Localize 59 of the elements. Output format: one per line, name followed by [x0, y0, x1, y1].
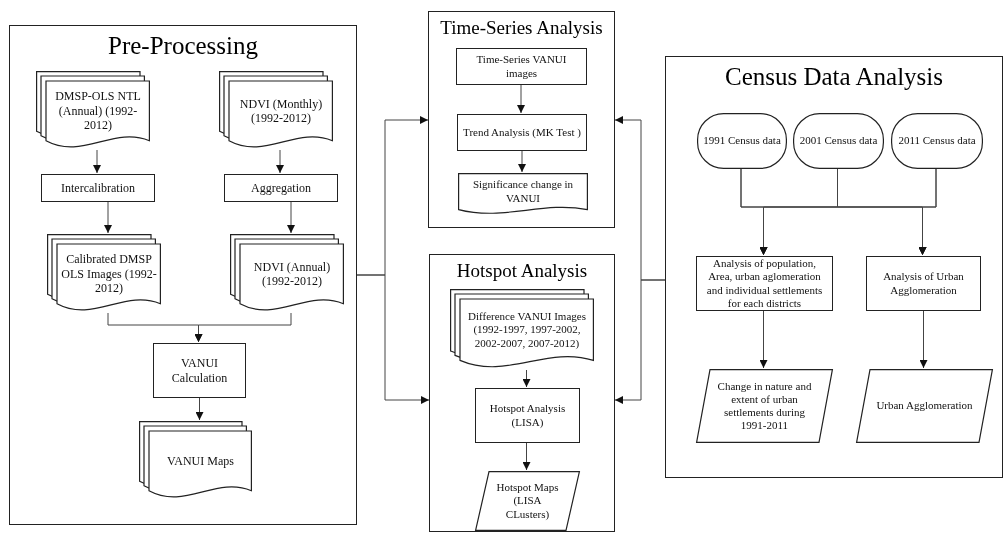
node-label: Analysis of Urban Agglomeration: [882, 270, 965, 297]
arrow: [918, 167, 937, 256]
node-label: Calibrated DMSP OLS Images (1992-2012): [60, 252, 158, 296]
node-label: Significance change in VANUI: [471, 178, 575, 205]
arrow: [356, 274, 430, 404]
arrow: [93, 149, 101, 174]
terminal-shape: [697, 113, 787, 169]
node-label: Time-Series VANUI images: [475, 53, 568, 80]
node-label: 1991 Census data: [703, 134, 781, 148]
panel-title: Pre-Processing: [108, 31, 258, 61]
panel-title: Hotspot Analysis: [456, 259, 588, 283]
arrow: [517, 83, 525, 114]
terminal-shape: [891, 113, 983, 169]
document-shape: [458, 173, 588, 216]
arrow: [614, 279, 666, 404]
process-box: [456, 48, 587, 85]
process-box: [866, 256, 981, 311]
node-label: VANUI Maps: [167, 453, 234, 469]
arrow: [522, 369, 531, 388]
data-parallelogram: [696, 369, 833, 443]
process-box: [475, 388, 580, 443]
node-label: Hotspot Analysis (LISA): [488, 402, 567, 429]
node-label: Hotspot Maps (LISA CLusters): [495, 481, 560, 521]
process-box: [696, 256, 833, 311]
data-parallelogram: [856, 369, 993, 443]
panel-title: Time-Series Analysis: [440, 16, 603, 40]
node-label: 2011 Census data: [898, 134, 976, 148]
process-box: [41, 174, 155, 202]
panel-title: Census Data Analysis: [724, 62, 943, 92]
node-label: Aggregation: [251, 180, 311, 196]
process-box: [224, 174, 338, 202]
node-label: Intercalibration: [61, 180, 135, 196]
node-label: Analysis of population, Area, urban aglomeration and individual settlements for each districts: [705, 257, 824, 310]
process-box: [457, 114, 587, 151]
arrow: [194, 312, 292, 343]
arrow: [276, 149, 284, 174]
process-box: [153, 343, 246, 398]
section-panel: [428, 11, 615, 228]
node-label: 2001 Census data: [799, 134, 878, 148]
node-label: NDVI (Monthly) (1992-2012): [238, 96, 324, 126]
node-label: Trend Analysis (MK Test ): [463, 125, 581, 140]
section-panel: [665, 56, 1003, 478]
section-panel: [9, 25, 357, 525]
arrow: [759, 309, 768, 369]
node-label: Difference VANUI Images (1992-1997, 1997-2002, 2002-2007, 2007-2012): [467, 310, 587, 350]
data-parallelogram: [475, 471, 580, 531]
node-label: Urban Agglomeration: [876, 399, 973, 413]
arrow: [104, 200, 112, 234]
arrow: [522, 441, 531, 471]
terminal-shape: [793, 113, 884, 169]
arrow: [195, 396, 204, 421]
node-label: Change in nature and extent of urban settlements during 1991-2011: [716, 379, 813, 433]
arrow: [919, 309, 928, 369]
node-label: VANUI Calculation: [170, 356, 229, 385]
arrow: [518, 149, 526, 173]
node-label: NDVI (Annual) (1992-2012): [252, 259, 332, 289]
arrow: [287, 200, 295, 234]
node-label: DMSP-OLS NTL (Annual) (1992-2012): [54, 89, 142, 133]
section-panel: [429, 254, 615, 532]
